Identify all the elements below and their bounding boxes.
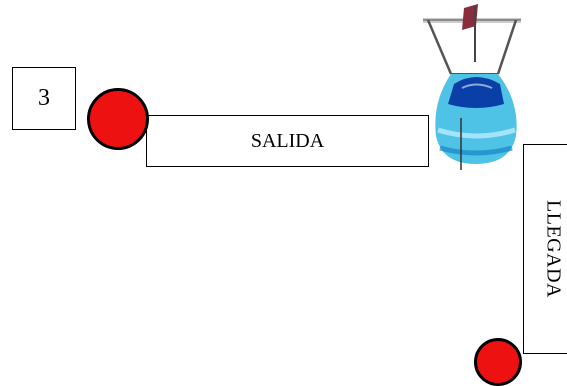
llegada-label: LLEGADA <box>542 200 565 298</box>
end-marker-icon <box>474 338 522 386</box>
cable-car-gondola-icon <box>423 4 521 170</box>
start-marker-icon <box>87 88 149 150</box>
salida-label: SALIDA <box>250 129 325 152</box>
salida-box: SALIDA <box>146 115 429 167</box>
step-number-box: 3 <box>12 67 76 130</box>
llegada-box: LLEGADA <box>523 144 567 354</box>
step-number: 3 <box>38 85 50 111</box>
